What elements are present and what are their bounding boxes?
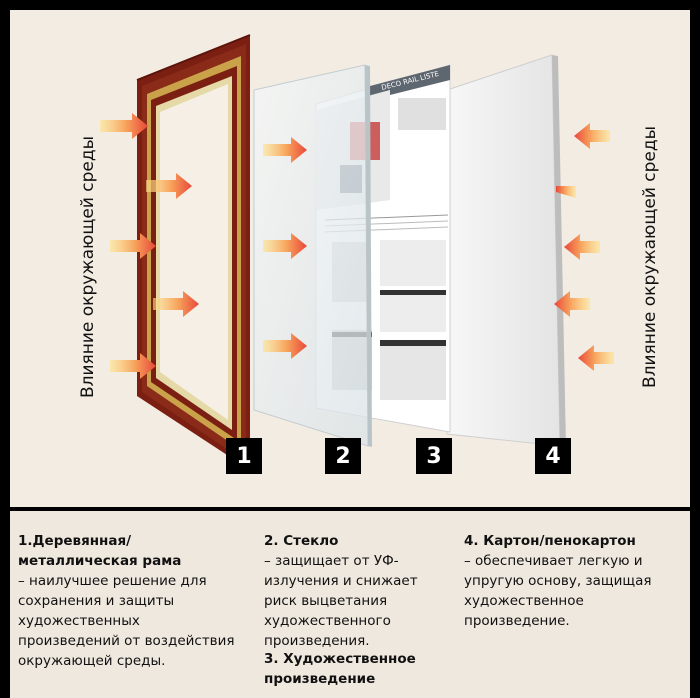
badge-2: 2 xyxy=(325,438,361,474)
badge-4: 4 xyxy=(535,438,571,474)
caption-board: 4. Картон/пенокартон – обеспечивает легк… xyxy=(464,531,664,631)
glass-layer xyxy=(253,64,372,447)
arrow-left-icon xyxy=(564,234,600,260)
diagram-area: DECO RAIL LISTE Влияние окружающей среды… xyxy=(10,10,690,507)
environment-arrows-left xyxy=(100,113,307,379)
caption-area: 1.Деревянная/металлическая рама – наилуч… xyxy=(10,511,690,698)
arrow-left-icon xyxy=(578,345,614,371)
arrow-right-icon xyxy=(110,353,156,379)
frame-layers-illustration: DECO RAIL LISTE xyxy=(100,34,614,470)
caption-artwork-title: 3. Художественное произведение xyxy=(264,651,416,687)
caption-glass-text: – защищает от УФ-излучения и снижает рис… xyxy=(264,553,418,649)
caption-artwork: 3. Художественное произведение xyxy=(264,649,449,689)
caption-board-text: – обеспечивает легкую и упругую основу, … xyxy=(464,553,652,629)
side-label-left: Влияние окружающей среды xyxy=(78,135,98,399)
side-label-right: Влияние окружающей среды xyxy=(640,125,660,389)
caption-frame: 1.Деревянная/металлическая рама – наилуч… xyxy=(18,531,243,671)
caption-glass-title: 2. Стекло xyxy=(264,533,339,549)
arrow-left-icon xyxy=(554,291,590,317)
environment-arrows-right xyxy=(554,123,614,371)
caption-board-title: 4. Картон/пенокартон xyxy=(464,533,636,549)
arrow-right-icon xyxy=(100,113,148,139)
badge-1: 1 xyxy=(226,438,262,474)
badge-3: 3 xyxy=(416,438,452,474)
arrow-right-icon xyxy=(263,137,307,163)
arrow-right-icon xyxy=(110,233,156,259)
arrow-left-icon xyxy=(556,180,576,198)
arrow-right-icon xyxy=(153,291,199,317)
caption-glass: 2. Стекло – защищает от УФ-излучения и с… xyxy=(264,531,449,651)
arrow-left-icon xyxy=(574,123,610,149)
caption-frame-text: – наилучшее решение для сохранения и защ… xyxy=(18,573,235,669)
arrow-right-icon xyxy=(263,233,307,259)
arrow-right-icon xyxy=(263,333,307,359)
wooden-frame-layer xyxy=(136,34,251,470)
arrow-right-icon xyxy=(146,173,192,199)
mount-board-layer xyxy=(446,54,566,447)
caption-frame-title: 1.Деревянная/металлическая рама xyxy=(18,533,182,569)
